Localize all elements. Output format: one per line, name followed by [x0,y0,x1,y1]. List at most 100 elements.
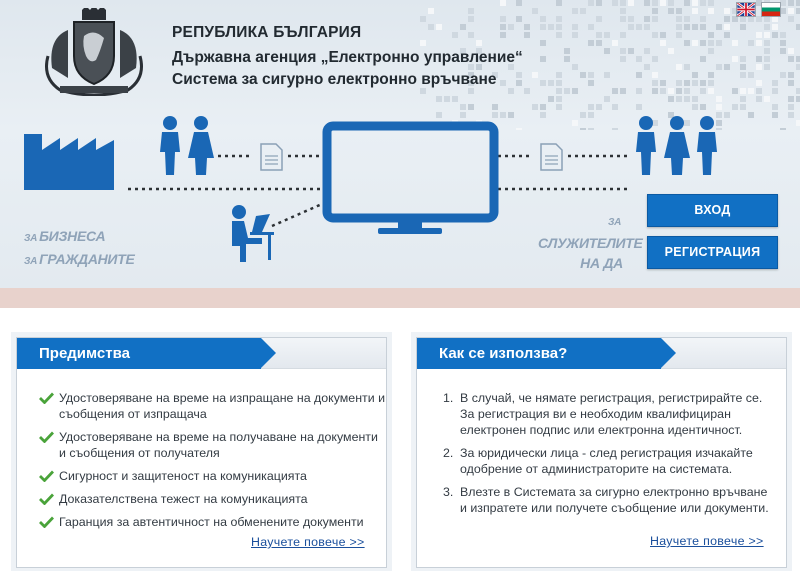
pixel-tile [556,16,562,22]
pixel-tile [604,96,610,102]
pixel-tile [676,24,682,30]
pixel-tile [772,16,778,22]
pixel-tile [556,80,562,86]
pixel-tile [564,56,570,62]
pixel-tile [756,40,762,46]
coat-of-arms-icon [45,8,143,96]
pixel-tile [476,56,482,62]
pixel-tile [740,64,746,70]
list-item: 2.За юридически лица - след регистрация … [443,446,753,476]
pixel-tile [468,104,474,110]
pixel-tile [756,88,762,94]
pixel-tile [596,40,602,46]
pixel-tile [740,24,746,30]
pixel-tile [644,16,650,22]
checkmark-icon [39,392,54,404]
list-item: Гаранция за автентичност на обменените д… [39,514,386,530]
pixel-tile [588,112,594,118]
pixel-tile [468,64,474,70]
pixel-tile [716,112,722,118]
pixel-tile [580,8,586,14]
pixel-tile [468,8,474,14]
pixel-tile [724,64,730,70]
pixel-tile [708,72,714,78]
pixel-tile [756,0,762,6]
pixel-tile [732,16,738,22]
pixel-tile [420,40,426,46]
pixel-tile [508,24,514,30]
pixel-tile [652,16,658,22]
pixel-tile [740,56,746,62]
pixel-tile [572,32,578,38]
pixel-tile [516,80,522,86]
pixel-tile [420,88,426,94]
pixel-tile [652,56,658,62]
pixel-tile [676,8,682,14]
pixel-tile [492,112,498,118]
pixel-tile [476,48,482,54]
learn-more-link[interactable]: Научете повече >> [251,535,365,549]
pixel-tile [700,0,706,6]
pixel-tile [756,64,762,70]
pixel-tile [636,56,642,62]
pixel-tile [780,40,786,46]
pixel-tile [708,0,714,6]
pixel-tile [588,40,594,46]
pixel-tile [748,88,754,94]
pixel-tile [596,104,602,110]
list-item: Удостоверяване на време на изпращане на … [39,390,386,422]
pixel-tile [476,40,482,46]
pixel-tile [556,24,562,30]
pixel-tile [580,128,586,130]
pixel-tile [764,48,770,54]
pixel-tile [708,8,714,14]
uk-flag-icon[interactable] [736,2,756,17]
pixel-tile [588,24,594,30]
pixel-tile [516,128,522,130]
pixel-tile [436,96,442,102]
pixel-tile [668,0,674,6]
pixel-tile [668,8,674,14]
divider-stripe [0,288,800,308]
pixel-tile [572,64,578,70]
pixel-tile [500,16,506,22]
pixel-tile [668,88,674,94]
pixel-tile [732,104,738,110]
pixel-tile [684,96,690,102]
pixel-tile [756,56,762,62]
pixel-tile [660,0,666,6]
pixel-tile [580,112,586,118]
pixel-tile [644,64,650,70]
pixel-tile [796,120,800,126]
pixel-tile [636,88,642,94]
pixel-tile [716,40,722,46]
pixel-tile [612,40,618,46]
pixel-tile [588,128,594,130]
pixel-tile [796,56,800,62]
header-country: РЕПУБЛИКА БЪЛГАРИЯ [172,24,362,41]
pixel-tile [652,8,658,14]
pixel-tile [708,80,714,86]
learn-more-link[interactable]: Научете повече >> [650,534,764,548]
pixel-tile [604,32,610,38]
pixel-tile [668,112,674,118]
pixel-tile [556,88,562,94]
pixel-tile [620,32,626,38]
pixel-tile [628,48,634,54]
login-button[interactable]: ВХОД [647,194,778,227]
pixel-tile [532,72,538,78]
pixel-tile [620,56,626,62]
pixel-tile [620,8,626,14]
register-button[interactable]: РЕГИСТРАЦИЯ [647,236,778,269]
pixel-tile [572,120,578,126]
pixel-tile [420,16,426,22]
pixel-tile [516,72,522,78]
pixel-tile [444,96,450,102]
pixel-tile [572,24,578,30]
pixel-tile [428,24,434,30]
pixel-tile [460,104,466,110]
pixel-tile [676,16,682,22]
list-item: 1.В случай, че нямате регистрация, регис… [443,391,763,437]
bulgarian-flag-icon[interactable] [761,2,781,17]
pixel-tile [780,8,786,14]
